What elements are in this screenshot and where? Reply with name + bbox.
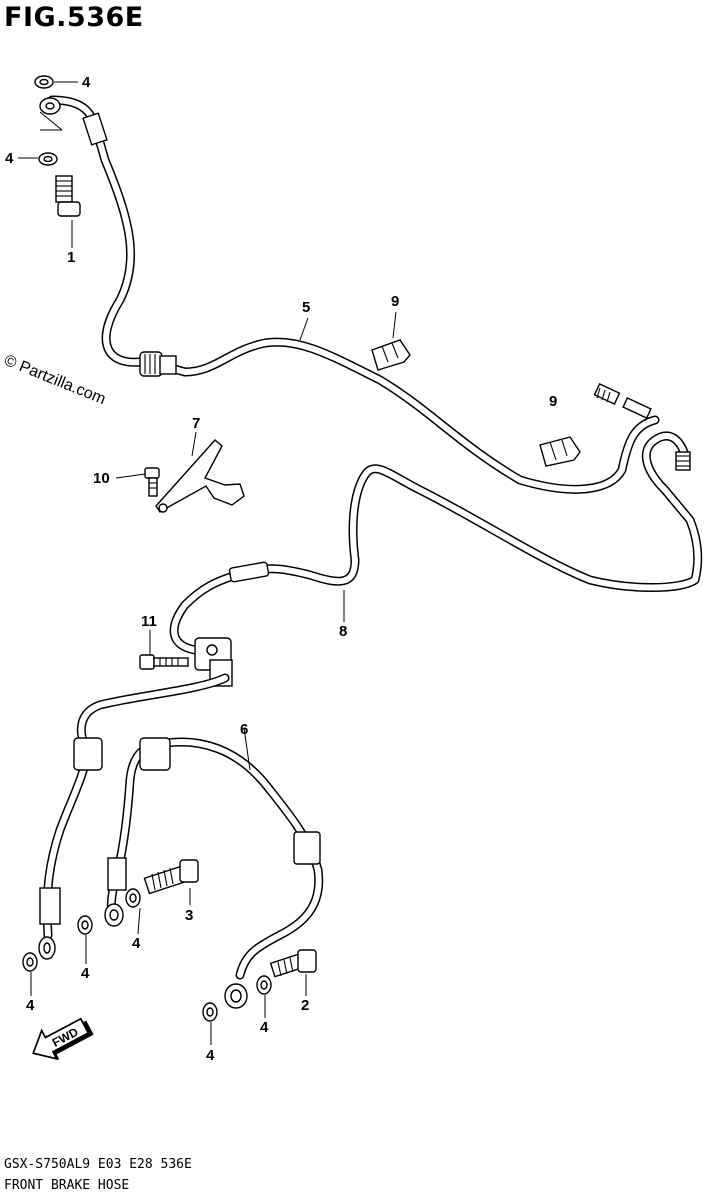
callout-4a[interactable]: 4 (82, 74, 91, 91)
fwd-arrow-icon: FWD (32, 1017, 94, 1061)
banjo-bolt-2[interactable] (269, 949, 317, 978)
callout-9b[interactable]: 9 (549, 393, 557, 410)
callout-3[interactable]: 3 (185, 907, 193, 924)
model-code: GSX-S750AL9 E03 E28 536E (4, 1157, 192, 1172)
callout-11[interactable]: 11 (141, 613, 157, 630)
banjo-bolt-3[interactable] (143, 859, 199, 895)
left-hose-fittings (38, 737, 103, 960)
callout-4d[interactable]: 4 (81, 965, 90, 982)
clamp-9-lower[interactable] (539, 436, 581, 467)
bracket-7[interactable] (155, 439, 245, 513)
hose-5-joint (139, 351, 177, 377)
callout-4g[interactable]: 4 (206, 1047, 215, 1064)
callout-labels: 4 4 1 5 9 9 7 10 8 11 6 3 4 4 4 2 4 4 (5, 74, 557, 1064)
callout-4f[interactable]: 4 (260, 1019, 269, 1036)
bolt-11[interactable] (139, 654, 189, 670)
callout-8[interactable]: 8 (339, 623, 347, 640)
hose-8-end-fitting (228, 451, 691, 583)
clamp-9-upper[interactable] (371, 339, 411, 371)
hose-6-fittings (104, 737, 321, 1009)
callout-9a[interactable]: 9 (391, 293, 399, 310)
leader-lines (18, 81, 397, 1045)
figure-name: FRONT BRAKE HOSE (4, 1178, 130, 1193)
callout-4b[interactable]: 4 (5, 150, 14, 167)
banjo-bolt-1[interactable] (55, 175, 81, 217)
callout-2[interactable]: 2 (301, 997, 309, 1014)
hose-5-end-fitting (593, 382, 652, 419)
upper-banjo-fitting (39, 97, 108, 146)
washers-4[interactable] (22, 75, 272, 1022)
callout-4e[interactable]: 4 (26, 997, 35, 1014)
callout-1[interactable]: 1 (67, 249, 75, 266)
callout-5[interactable]: 5 (302, 299, 310, 316)
callout-6[interactable]: 6 (240, 721, 248, 738)
brake-hose-5[interactable] (47, 95, 660, 494)
callout-7[interactable]: 7 (192, 415, 200, 432)
callout-4c[interactable]: 4 (132, 935, 141, 952)
bolt-10[interactable] (144, 467, 160, 497)
callout-10[interactable]: 10 (93, 470, 110, 487)
figure-title: FIG.536E (4, 2, 144, 33)
brake-hose-6[interactable] (106, 737, 324, 980)
